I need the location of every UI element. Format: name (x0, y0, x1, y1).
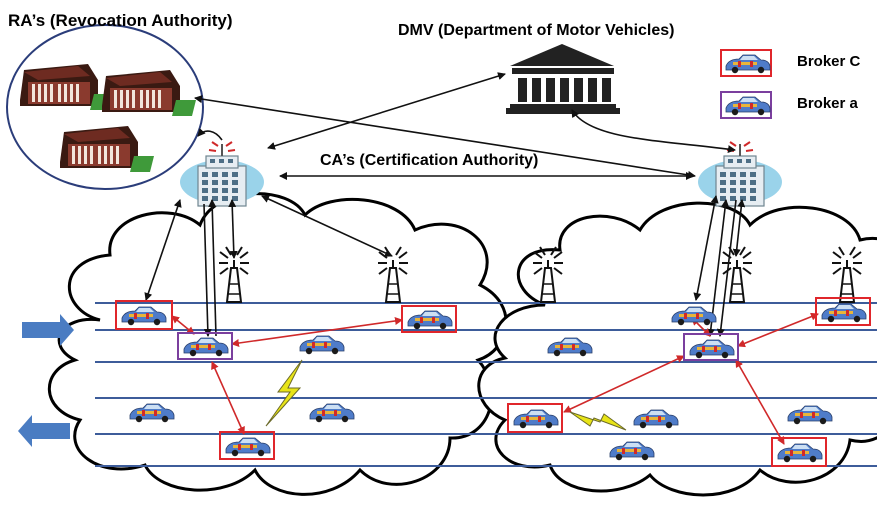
lightning-icon (569, 411, 627, 431)
legend-label-purple: Broker a (797, 95, 858, 112)
ca-label: CA’s (Certification Authority) (320, 152, 539, 169)
ca-tower-icon (697, 141, 783, 207)
direction-arrow-icon (18, 415, 70, 447)
left-cloud (47, 192, 508, 496)
ca-tower-icon (179, 141, 265, 207)
broker-boxes (115, 297, 871, 467)
lightning-icon (265, 359, 303, 427)
dmv-label: DMV (Department of Motor Vehicles) (398, 22, 675, 39)
ra-label: RA’s (Revocation Authority) (8, 11, 233, 30)
dmv-temple-icon (506, 44, 620, 114)
infrastructure-links (144, 72, 746, 337)
direction-arrow-icon (22, 314, 74, 346)
legend-symbol-red (720, 49, 772, 77)
legend-label-red: Broker C (797, 53, 861, 70)
legend-symbol-purple (720, 91, 772, 119)
